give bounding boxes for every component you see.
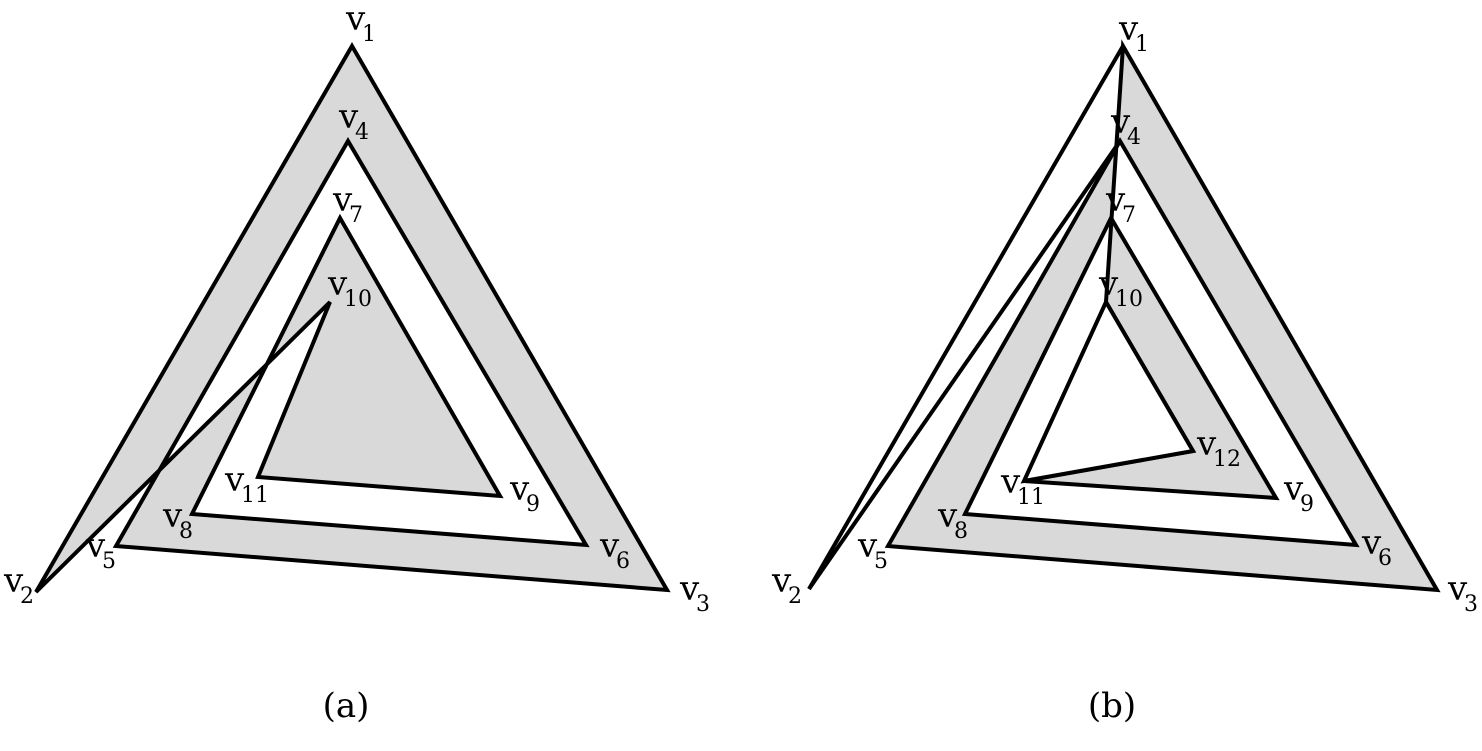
svg-text:3: 3 xyxy=(696,592,710,617)
svg-text:1: 1 xyxy=(362,22,376,47)
vertex-label-v4: v 4 xyxy=(338,97,369,145)
spiral-region-a xyxy=(34,42,671,594)
svg-text:v: v xyxy=(771,561,792,601)
vertex-label-v4: v 4 xyxy=(1110,102,1141,150)
svg-text:v: v xyxy=(1118,9,1139,49)
vertex-label-v1: v 1 xyxy=(345,0,376,47)
vertex-label-v8: v 8 xyxy=(162,496,193,544)
vertex-label-v6: v 6 xyxy=(1361,523,1392,571)
svg-text:v: v xyxy=(1098,264,1119,304)
svg-text:3: 3 xyxy=(1464,592,1478,617)
svg-text:2: 2 xyxy=(788,584,802,609)
svg-text:v: v xyxy=(1105,180,1126,220)
svg-text:11: 11 xyxy=(241,483,269,508)
svg-text:v: v xyxy=(509,469,530,509)
svg-text:v: v xyxy=(162,496,183,536)
vertex-label-v5: v 5 xyxy=(85,526,116,574)
vertex-label-v11: v 11 xyxy=(1000,462,1045,510)
vertex-label-v3: v 3 xyxy=(679,569,710,617)
vertex-label-v10: v 10 xyxy=(327,264,372,312)
panel-b: v 1 v 2 v 3 v 4 v 5 v 6 v 7 v 8 xyxy=(771,9,1478,726)
svg-text:6: 6 xyxy=(1378,546,1392,571)
svg-text:5: 5 xyxy=(874,549,888,574)
svg-text:12: 12 xyxy=(1213,447,1241,472)
svg-text:v: v xyxy=(345,0,366,39)
svg-text:8: 8 xyxy=(179,519,193,544)
svg-text:v: v xyxy=(679,569,700,609)
svg-text:v: v xyxy=(327,264,348,304)
svg-text:7: 7 xyxy=(1122,203,1136,228)
svg-text:v: v xyxy=(1447,569,1468,609)
vertex-label-v9: v 9 xyxy=(509,469,540,517)
svg-text:v: v xyxy=(1110,102,1131,142)
spiral-region-b xyxy=(884,39,1441,593)
svg-text:v: v xyxy=(1196,424,1217,464)
vertex-label-v1: v 1 xyxy=(1118,9,1149,57)
svg-text:v: v xyxy=(332,180,353,220)
vertex-label-v8: v 8 xyxy=(937,496,968,544)
svg-text:6: 6 xyxy=(616,549,630,574)
svg-text:11: 11 xyxy=(1017,485,1045,510)
svg-text:v: v xyxy=(338,97,359,137)
vertex-label-v11: v 11 xyxy=(224,460,269,508)
vertex-label-v5: v 5 xyxy=(857,526,888,574)
vertex-label-v7: v 7 xyxy=(332,180,363,228)
svg-text:4: 4 xyxy=(355,120,369,145)
vertex-label-v12: v 12 xyxy=(1196,424,1241,472)
svg-text:v: v xyxy=(937,496,958,536)
svg-text:7: 7 xyxy=(349,203,363,228)
svg-text:v: v xyxy=(3,561,24,601)
svg-text:v: v xyxy=(1000,462,1021,502)
svg-text:10: 10 xyxy=(344,287,372,312)
edge-v1-v2 xyxy=(807,44,1125,591)
svg-text:v: v xyxy=(1283,469,1304,509)
svg-text:5: 5 xyxy=(102,549,116,574)
svg-text:1: 1 xyxy=(1135,32,1149,57)
edge-v2-v4 xyxy=(807,139,1122,591)
vertex-label-v7: v 7 xyxy=(1105,180,1136,228)
svg-text:v: v xyxy=(857,526,878,566)
svg-text:v: v xyxy=(85,526,106,566)
vertex-label-v2: v 2 xyxy=(3,561,34,609)
svg-text:2: 2 xyxy=(20,584,34,609)
svg-text:10: 10 xyxy=(1115,287,1143,312)
vertex-label-v9: v 9 xyxy=(1283,469,1314,517)
svg-text:v: v xyxy=(224,460,245,500)
caption-a: (a) xyxy=(323,686,370,726)
svg-text:8: 8 xyxy=(954,519,968,544)
svg-text:v: v xyxy=(1361,523,1382,563)
svg-text:4: 4 xyxy=(1127,125,1141,150)
panel-a: v 1 v 2 v 3 v 4 v 5 v 6 v 7 v 8 xyxy=(3,0,710,726)
svg-text:v: v xyxy=(599,526,620,566)
vertex-label-v6: v 6 xyxy=(599,526,630,574)
vertex-label-v10: v 10 xyxy=(1098,264,1143,312)
caption-b: (b) xyxy=(1088,686,1136,726)
inner-loop-v10-v11-v12 xyxy=(1020,297,1197,484)
svg-text:9: 9 xyxy=(526,492,540,517)
svg-text:9: 9 xyxy=(1300,492,1314,517)
vertex-label-v2: v 2 xyxy=(771,561,802,609)
vertex-label-v3: v 3 xyxy=(1447,569,1478,617)
